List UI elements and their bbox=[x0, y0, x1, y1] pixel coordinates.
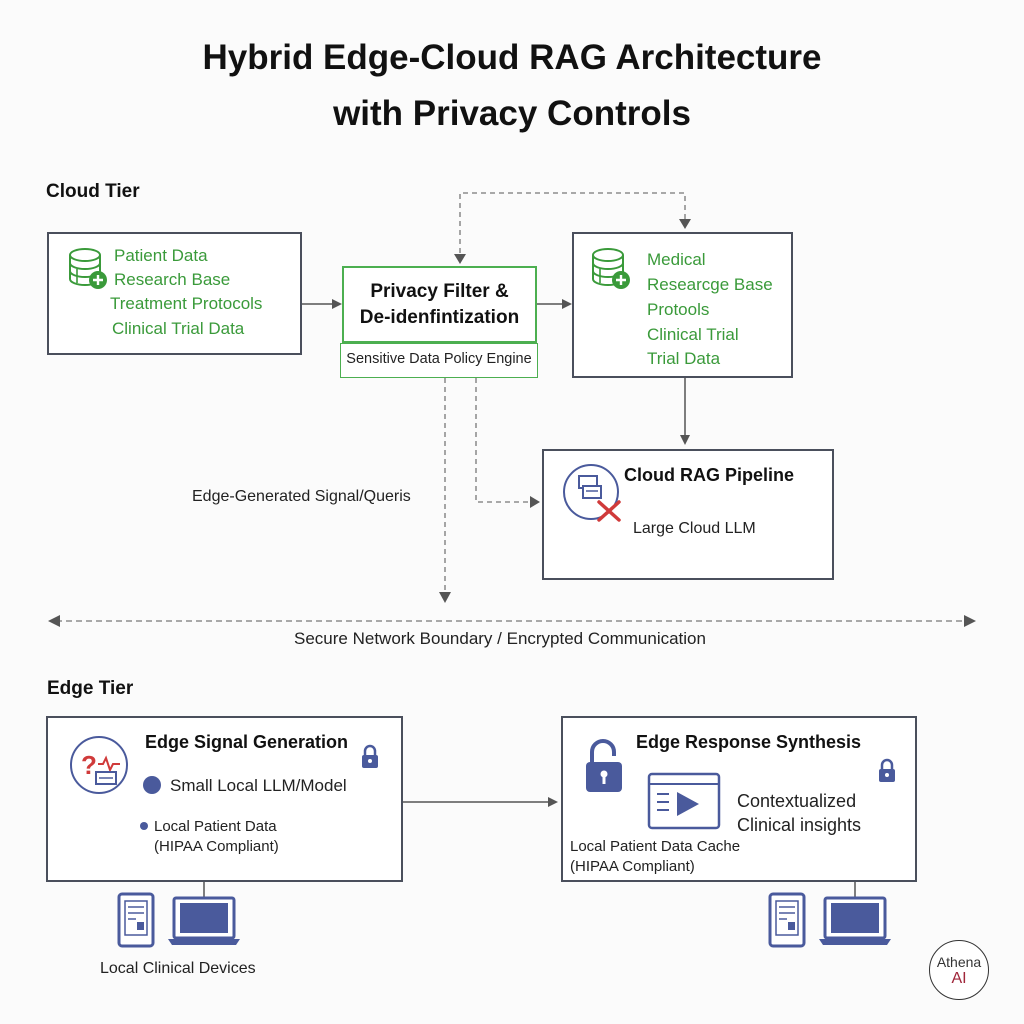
privacy-filter-box: Privacy Filter & De-idenfintization bbox=[342, 266, 537, 343]
knowledge-item-5: Trial Data bbox=[647, 349, 721, 368]
laptop-icon bbox=[168, 896, 240, 945]
tablet-icon bbox=[117, 892, 155, 948]
lock-icon bbox=[879, 758, 895, 782]
edge-signal-query-label: Edge-Generated Signal/Queris bbox=[192, 488, 411, 505]
clinical-insights-label: Clinical insights bbox=[737, 815, 862, 835]
local-patient-data-label: Local Patient Data bbox=[154, 818, 277, 835]
tablet-icon bbox=[768, 892, 806, 948]
title-line-2: with Privacy Controls bbox=[333, 94, 691, 133]
privacy-filter-title-2: De-idenfintization bbox=[359, 307, 520, 328]
data-bullet bbox=[140, 822, 148, 830]
edge-tier-label: Edge Tier bbox=[47, 678, 134, 699]
edge-signal-generation-title: Edge Signal Generation bbox=[145, 732, 349, 752]
edge-signal-generation-box: ? Edge Signal Generation Small Local LLM… bbox=[46, 716, 403, 882]
knowledge-item-3: Protools bbox=[647, 300, 710, 319]
knowledge-item-1: Medical bbox=[647, 250, 706, 269]
document-processing-icon bbox=[563, 464, 621, 522]
edge-response-synthesis-title: Edge Response Synthesis bbox=[636, 732, 862, 752]
alert-query-icon: ? bbox=[70, 736, 128, 794]
local-patient-data-cache-label: Local Patient Data Cache bbox=[570, 838, 741, 855]
logo-text-line-2: AI bbox=[951, 970, 967, 987]
cloud-tier-label: Cloud Tier bbox=[46, 181, 140, 202]
hipaa-compliant-cache-label: (HIPAA Compliant) bbox=[570, 858, 695, 875]
knowledge-item-2: Researcge Base bbox=[647, 275, 773, 294]
dashed-policy-to-rag bbox=[475, 378, 535, 503]
source-item-1: Patient Data bbox=[114, 246, 208, 265]
privacy-filter-title-1: Privacy Filter & bbox=[370, 281, 509, 302]
contextualized-label: Contextualized bbox=[737, 791, 857, 811]
clinical-devices-left bbox=[117, 892, 240, 948]
hipaa-compliant-label: (HIPAA Compliant) bbox=[154, 838, 279, 855]
source-item-4: Clinical Trial Data bbox=[112, 319, 245, 338]
lock-icon bbox=[362, 744, 378, 768]
page-title: Hybrid Edge-Cloud RAG Architecture with … bbox=[0, 30, 1024, 142]
cloud-rag-pipeline-title: Cloud RAG Pipeline bbox=[624, 465, 795, 485]
athena-ai-logo: Athena AI bbox=[929, 940, 989, 1000]
model-bullet bbox=[143, 776, 161, 794]
knowledge-item-4: Clinical Trial bbox=[647, 325, 739, 344]
dashed-loop bbox=[459, 192, 686, 262]
clinical-devices-right bbox=[768, 892, 891, 948]
network-boundary-label: Secure Network Boundary / Encrypted Comm… bbox=[294, 629, 706, 648]
unlock-icon bbox=[586, 739, 622, 792]
video-player-icon bbox=[647, 772, 721, 830]
logo-text-line-1: Athena bbox=[936, 954, 982, 970]
database-plus-icon bbox=[69, 248, 107, 289]
cloud-rag-pipeline-box: Cloud RAG Pipeline Large Cloud LLM bbox=[542, 449, 834, 580]
large-cloud-llm-label: Large Cloud LLM bbox=[633, 520, 756, 537]
laptop-icon bbox=[819, 896, 891, 945]
cloud-knowledge-box: Medical Researcge Base Protools Clinical… bbox=[572, 232, 793, 378]
title-line-1: Hybrid Edge-Cloud RAG Architecture bbox=[202, 38, 822, 77]
cloud-source-data-box: Patient Data Research Base Treatment Pro… bbox=[47, 232, 302, 355]
source-item-3: Treatment Protocols bbox=[110, 294, 263, 313]
local-clinical-devices-label: Local Clinical Devices bbox=[100, 960, 256, 977]
policy-engine-label: Sensitive Data Policy Engine bbox=[340, 343, 538, 378]
svg-text:?: ? bbox=[81, 750, 97, 780]
source-item-2: Research Base bbox=[114, 270, 231, 289]
database-plus-icon bbox=[592, 248, 630, 289]
edge-response-synthesis-box: Edge Response Synthesis Contextualized C… bbox=[561, 716, 917, 882]
small-local-llm-label: Small Local LLM/Model bbox=[170, 776, 347, 795]
